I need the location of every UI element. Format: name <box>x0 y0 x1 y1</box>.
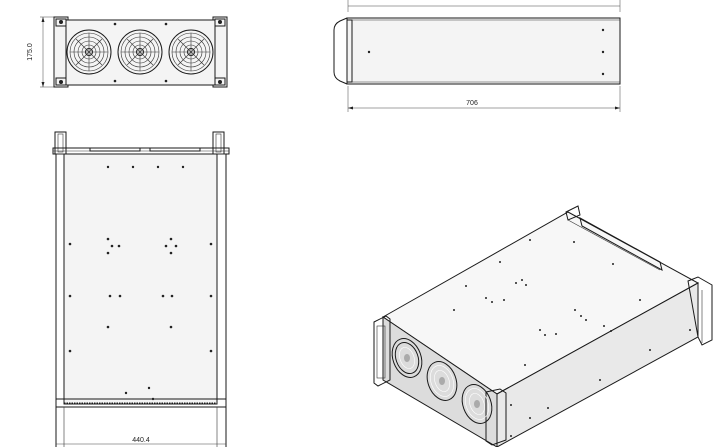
iso-fan-3 <box>461 384 493 424</box>
width-dimension: 440.4 <box>56 437 226 445</box>
front-view: 175.0 <box>27 16 228 88</box>
iso-fan-2 <box>426 361 458 401</box>
front-fan-3 <box>168 29 214 75</box>
height-dimension-label: 175.0 <box>27 43 34 61</box>
front-fan-1 <box>66 29 112 75</box>
side-panel <box>346 17 621 85</box>
side-handle <box>333 17 348 85</box>
iso-fan-1 <box>391 338 423 378</box>
height-dimension: 175.0 <box>27 16 56 88</box>
top-view: 440.4 <box>52 131 230 447</box>
width-dimension-label: 440.4 <box>132 437 150 444</box>
front-fan-2 <box>117 29 163 75</box>
side-view: 706 <box>333 0 621 112</box>
isometric-view <box>373 205 713 447</box>
depth-dimension-label: 706 <box>466 100 478 107</box>
top-panel <box>63 153 218 405</box>
depth-dimension: 706 <box>347 86 621 112</box>
